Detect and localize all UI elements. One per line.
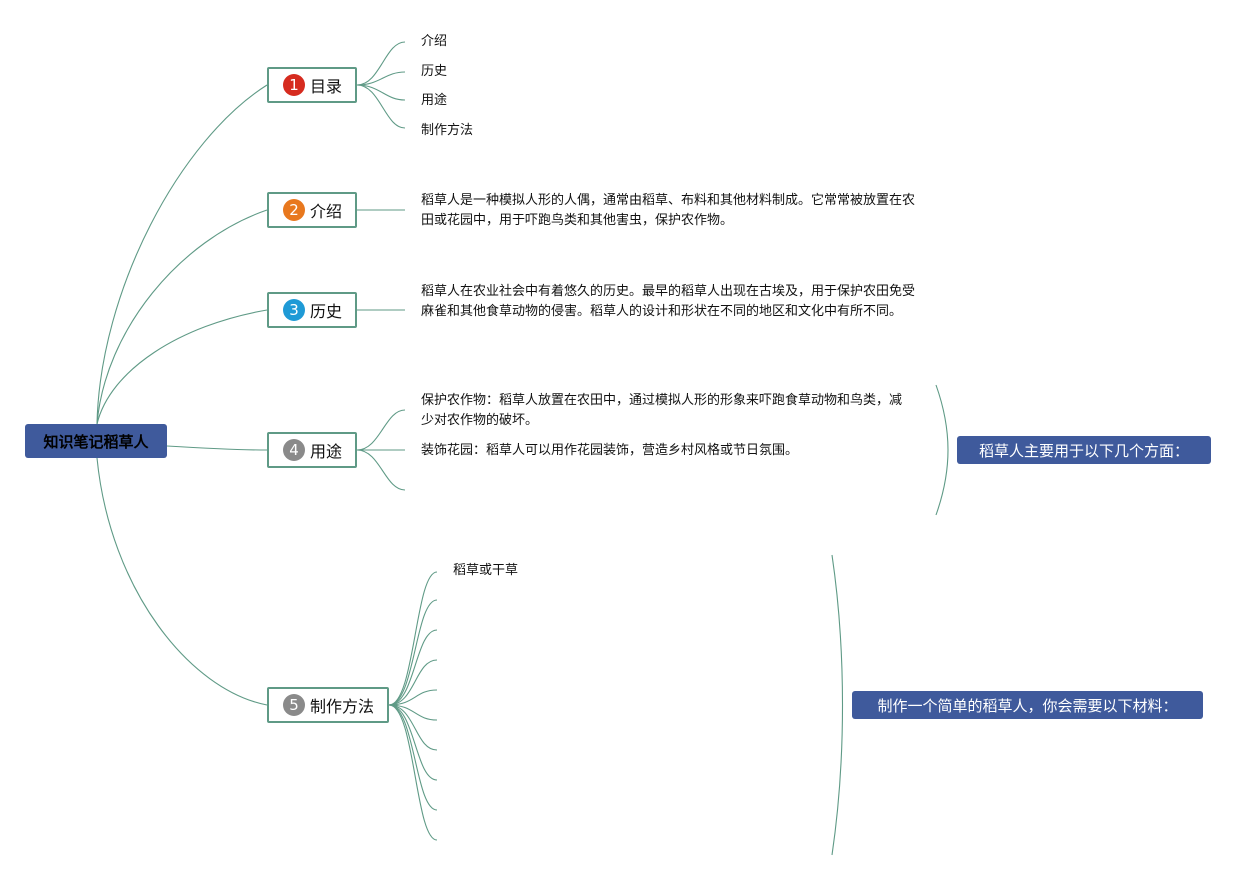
link-toc-3 — [356, 84, 406, 101]
branch-making-label: 制作方法 — [310, 697, 375, 716]
link-root-uses — [166, 445, 268, 451]
intro-text[interactable]: 稻草人是一种模拟人形的人偶，通常由稻草、布料和其他材料制成。它常常被放置在农田或… — [421, 193, 916, 228]
link-making-3 — [388, 629, 438, 706]
number-5-badge-icon: 5 — [283, 694, 305, 716]
link-uses-3 — [356, 449, 406, 491]
link-making-2 — [388, 599, 438, 706]
branch-intro[interactable]: 2 介绍 — [267, 192, 357, 228]
root-node[interactable]: 知识笔记稻草人 — [25, 424, 167, 458]
link-root-history — [96, 309, 268, 425]
link-toc-4 — [356, 84, 406, 129]
branch-making[interactable]: 5 制作方法 — [267, 687, 389, 723]
link-making-9 — [388, 704, 438, 811]
toc-item-making[interactable]: 制作方法 — [421, 123, 474, 138]
history-text[interactable]: 稻草人在农业社会中有着悠久的历史。最早的稻草人出现在古埃及，用于保护农田免受麻雀… — [421, 284, 916, 319]
branch-uses-label: 用途 — [310, 442, 343, 461]
branch-history-label: 历史 — [310, 302, 343, 321]
branch-uses[interactable]: 4 用途 — [267, 432, 357, 468]
link-toc-1 — [356, 41, 406, 86]
link-making-7 — [388, 704, 438, 751]
number-3-badge-icon: 3 — [283, 299, 305, 321]
link-making-4 — [388, 659, 438, 706]
link-root-making — [96, 457, 268, 706]
number-2-badge-icon: 2 — [283, 199, 305, 221]
link-root-toc — [96, 84, 268, 425]
link-uses-1 — [356, 409, 406, 451]
link-making-10 — [388, 704, 438, 841]
toc-item-uses[interactable]: 用途 — [421, 93, 448, 108]
making-item-straw[interactable]: 稻草或干草 — [453, 563, 519, 578]
branch-history[interactable]: 3 历史 — [267, 292, 357, 328]
toc-item-intro[interactable]: 介绍 — [421, 34, 448, 49]
uses-bracket — [935, 384, 949, 516]
link-toc-2 — [356, 71, 406, 86]
uses-item-protect[interactable]: 保护农作物：稻草人放置在农田中，通过模拟人形的形象来吓跑食草动物和鸟类，减少对农… — [421, 393, 903, 428]
link-making-1 — [388, 571, 438, 706]
uses-summary[interactable]: 稻草人主要用于以下几个方面： — [957, 436, 1211, 464]
making-bracket — [831, 554, 844, 856]
branch-toc-label: 目录 — [310, 77, 343, 96]
link-making-5 — [388, 689, 438, 706]
uses-item-decorate[interactable]: 装饰花园：稻草人可以用作花园装饰，营造乡村风格或节日氛围。 — [421, 443, 799, 458]
branch-intro-label: 介绍 — [310, 202, 343, 221]
root-label: 知识笔记稻草人 — [43, 432, 149, 451]
branch-toc[interactable]: 1 目录 — [267, 67, 357, 103]
link-making-8 — [388, 704, 438, 781]
making-summary[interactable]: 制作一个简单的稻草人，你会需要以下材料： — [852, 691, 1203, 719]
number-1-badge-icon: 1 — [283, 74, 305, 96]
making-summary-label: 制作一个简单的稻草人，你会需要以下材料： — [877, 696, 1178, 715]
toc-item-history[interactable]: 历史 — [421, 64, 448, 79]
number-4-badge-icon: 4 — [283, 439, 305, 461]
uses-summary-label: 稻草人主要用于以下几个方面： — [978, 441, 1189, 460]
link-root-intro — [96, 209, 268, 425]
